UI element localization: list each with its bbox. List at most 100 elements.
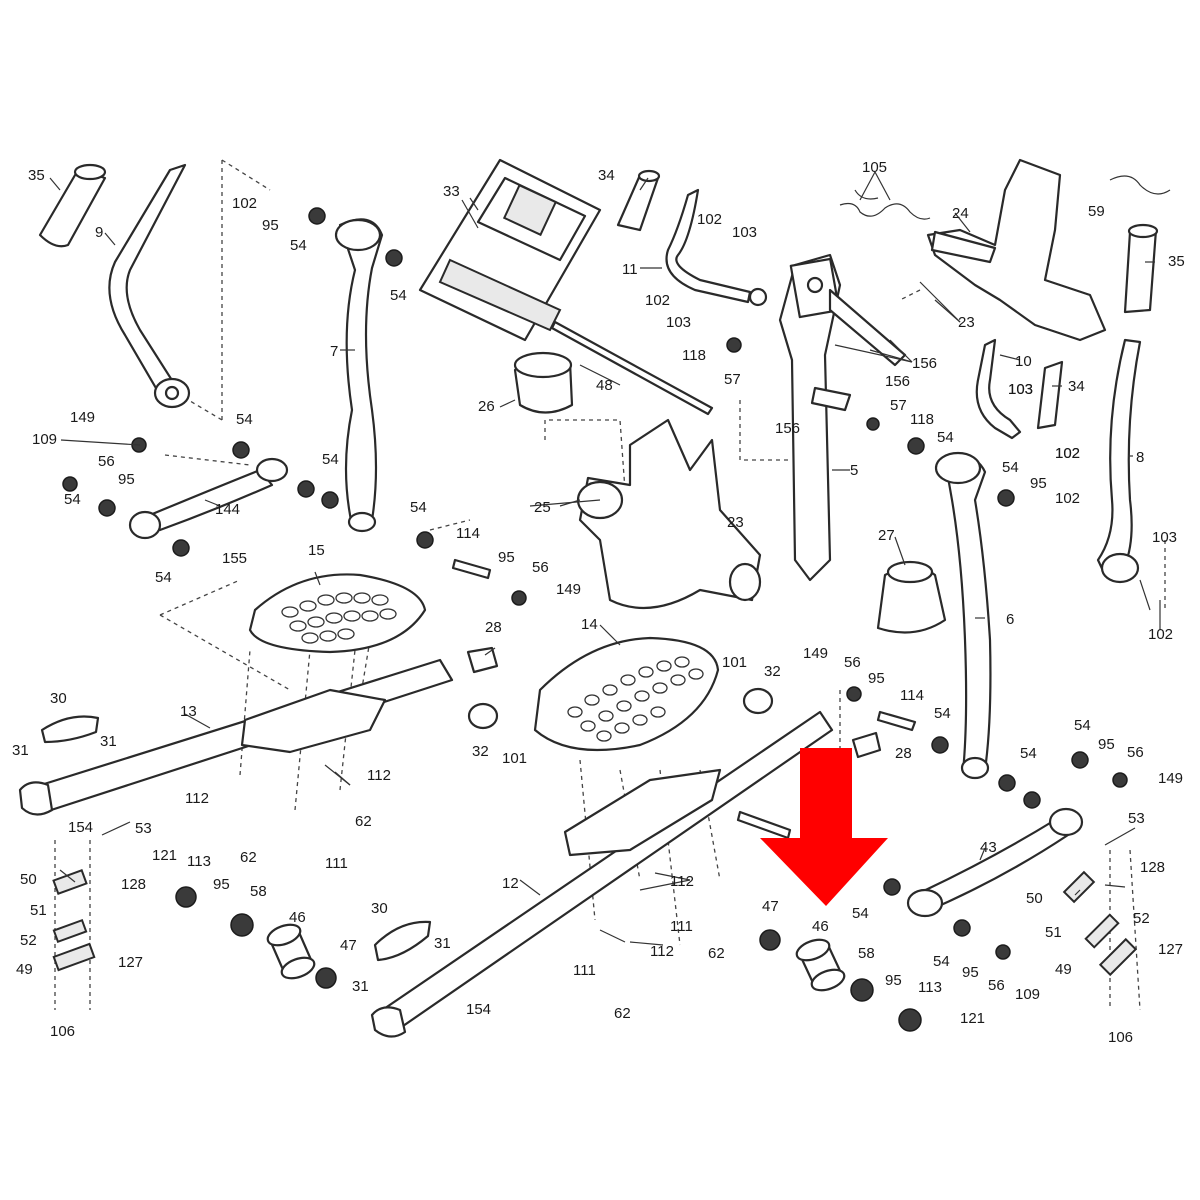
callout-121: 121 <box>960 1010 985 1027</box>
callout-118: 118 <box>682 347 706 364</box>
callout-103: 103 <box>1152 529 1177 546</box>
callout-57: 57 <box>890 397 907 414</box>
callout-23: 23 <box>958 314 975 331</box>
pedal-15 <box>248 573 427 654</box>
callout-54: 54 <box>290 237 307 254</box>
callout-51: 51 <box>1045 924 1062 941</box>
callout-149: 149 <box>556 581 581 598</box>
upper-arm-6 <box>934 451 992 780</box>
callout-113: 113 <box>918 979 942 996</box>
callout-54: 54 <box>155 569 172 586</box>
right-upper-handlebar-8 <box>1096 338 1142 584</box>
callout-128: 128 <box>1140 859 1165 876</box>
callout-51: 51 <box>30 902 47 919</box>
callout-46: 46 <box>289 909 306 926</box>
callout-112: 112 <box>367 767 391 784</box>
callout-52: 52 <box>20 932 37 949</box>
callout-24: 24 <box>952 205 969 222</box>
callout-155: 155 <box>222 550 247 567</box>
callout-50: 50 <box>20 871 37 888</box>
wire-59 <box>1109 175 1171 195</box>
callout-156: 156 <box>885 373 910 390</box>
callout-112: 112 <box>670 873 694 890</box>
callout-8: 8 <box>1136 449 1144 466</box>
callout-95: 95 <box>962 964 979 981</box>
callout-62: 62 <box>614 1005 631 1022</box>
shroud-cover-25 <box>576 418 762 610</box>
callout-101: 101 <box>502 750 527 767</box>
callout-156: 156 <box>912 355 937 372</box>
callout-62: 62 <box>708 945 725 962</box>
roller-assembly-left <box>52 821 131 972</box>
callout-56: 56 <box>844 654 861 671</box>
callout-102: 102 <box>1055 445 1080 462</box>
callout-95: 95 <box>213 876 230 893</box>
callout-54: 54 <box>937 429 954 446</box>
bearings <box>62 207 1128 1032</box>
water-bottle-holder-26 <box>513 351 574 414</box>
pedal-arm-12 <box>370 710 834 1038</box>
callout-127: 127 <box>1158 941 1183 958</box>
callout-102: 102 <box>697 211 722 228</box>
upper-arm-7 <box>334 218 384 533</box>
callout-112: 112 <box>185 790 209 807</box>
callout-114: 114 <box>900 687 924 704</box>
callout-109: 109 <box>32 431 57 448</box>
handle-grip-34-top <box>616 169 661 232</box>
callout-103: 103 <box>732 224 757 241</box>
callout-34: 34 <box>598 167 615 184</box>
callout-31: 31 <box>12 742 29 759</box>
callout-54: 54 <box>64 491 81 508</box>
callout-154: 154 <box>68 819 93 836</box>
callout-102: 102 <box>232 195 257 212</box>
callout-54: 54 <box>933 953 950 970</box>
handle-grip-34-right <box>1036 360 1064 430</box>
callout-58: 58 <box>250 883 267 900</box>
callout-35: 35 <box>28 167 45 184</box>
callout-95: 95 <box>885 972 902 989</box>
callout-101: 101 <box>722 654 747 671</box>
callout-54: 54 <box>934 705 951 722</box>
pedal-14 <box>533 636 720 752</box>
pedal-14-grips <box>567 656 704 742</box>
callout-156: 156 <box>775 420 800 437</box>
callout-54: 54 <box>410 499 427 516</box>
callout-95: 95 <box>118 471 135 488</box>
wires-105 <box>839 189 931 220</box>
spacers <box>451 386 917 759</box>
callout-54: 54 <box>322 451 339 468</box>
callout-52: 52 <box>1133 910 1150 927</box>
callout-labels: 35 9 102 95 54 54 7 33 34 102 103 11 102… <box>12 159 1185 1046</box>
upper-handlebar-11 <box>665 188 768 307</box>
callout-54: 54 <box>236 411 253 428</box>
callout-128: 128 <box>121 876 146 893</box>
pad-30-left <box>40 715 100 744</box>
callout-26: 26 <box>478 398 495 415</box>
callout-30: 30 <box>50 690 67 707</box>
callout-111: 111 <box>573 962 596 979</box>
callout-31: 31 <box>352 978 369 995</box>
callout-6: 6 <box>1006 611 1014 628</box>
handle-grip-35-left <box>38 163 107 248</box>
callout-95: 95 <box>868 670 885 687</box>
frame-upright-5 <box>778 253 907 582</box>
callout-103: 103 <box>1008 381 1033 398</box>
callout-43: 43 <box>980 839 997 856</box>
callout-102: 102 <box>1055 445 1080 462</box>
callout-15: 15 <box>308 542 325 559</box>
callout-leaders <box>49 171 1161 946</box>
callout-149: 149 <box>803 645 828 662</box>
callout-54: 54 <box>1074 717 1091 734</box>
callout-25: 25 <box>534 499 551 516</box>
callout-144: 144 <box>215 501 240 518</box>
callout-103: 103 <box>666 314 691 331</box>
callout-113: 113 <box>187 853 211 870</box>
callout-28: 28 <box>485 619 502 636</box>
callout-57: 57 <box>724 371 741 388</box>
callout-102: 102 <box>645 292 670 309</box>
callout-50: 50 <box>1026 890 1043 907</box>
callout-62: 62 <box>355 813 372 830</box>
callout-35: 35 <box>1168 253 1185 270</box>
callout-56: 56 <box>98 453 115 470</box>
callout-32: 32 <box>764 663 781 680</box>
